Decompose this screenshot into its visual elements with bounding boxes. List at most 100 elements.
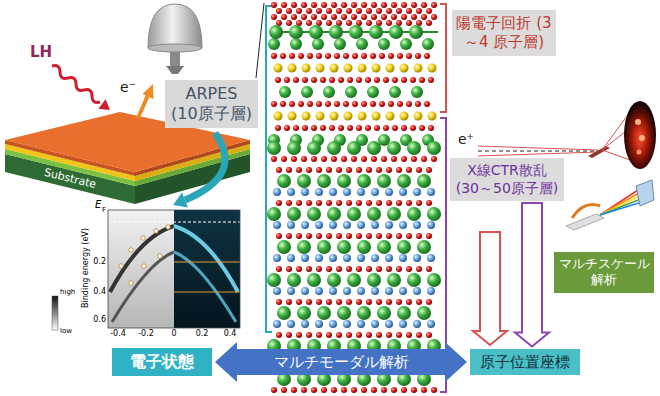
spectrum-image (174, 226, 238, 292)
atom (287, 188, 295, 196)
atom (336, 299, 342, 305)
atom (385, 320, 393, 328)
spectrum-image (154, 229, 158, 233)
atom (383, 125, 389, 131)
atom (388, 101, 394, 107)
atom (385, 254, 393, 262)
atom (301, 86, 313, 98)
atom (376, 233, 382, 239)
atom (273, 188, 281, 196)
atom (391, 14, 397, 20)
atom (431, 387, 437, 393)
atom (336, 332, 342, 338)
electron-arrow (143, 84, 154, 99)
atom (396, 332, 402, 338)
atom (427, 320, 435, 328)
atom (276, 233, 282, 239)
atom (331, 156, 337, 162)
atom (306, 233, 312, 239)
atom (306, 20, 312, 26)
atom (281, 387, 287, 393)
positron-beam (478, 146, 598, 150)
atom (301, 221, 309, 229)
atom (387, 207, 401, 221)
atom (391, 156, 397, 162)
atom (357, 188, 365, 196)
atom (419, 77, 425, 83)
atom (284, 77, 290, 83)
atom (431, 2, 437, 8)
atom (396, 167, 402, 173)
xray-setup (636, 180, 654, 206)
atom (289, 25, 303, 39)
atom (306, 299, 312, 305)
atom (367, 141, 381, 155)
tick-label: -0.4 (110, 330, 126, 339)
atom (356, 200, 362, 206)
atom (426, 233, 432, 239)
hollow-arrow (515, 203, 549, 347)
atom (356, 266, 362, 272)
atom (273, 221, 281, 229)
atom (409, 25, 423, 39)
atom (284, 125, 290, 131)
atom (296, 233, 302, 239)
atom (345, 86, 357, 98)
particle-label: e⁺ (458, 132, 474, 147)
atom (298, 101, 304, 107)
atom (366, 8, 372, 14)
atom (427, 254, 435, 262)
zoom-line (256, 3, 264, 78)
atom (356, 233, 362, 239)
atom (346, 167, 352, 173)
atom (356, 299, 362, 305)
atom (268, 38, 280, 50)
atom (277, 306, 291, 320)
atom (296, 299, 302, 305)
xray-setup (600, 196, 640, 215)
double-arrow (215, 342, 467, 382)
atom (413, 221, 421, 229)
atom (381, 14, 387, 20)
detector (148, 44, 202, 52)
atom (281, 2, 287, 8)
atom (389, 25, 403, 39)
atom (316, 64, 325, 73)
atom (267, 207, 281, 221)
atom (343, 221, 351, 229)
positron-beam (478, 152, 598, 156)
atom (334, 38, 346, 50)
atom (344, 112, 353, 121)
atom (289, 53, 295, 59)
atom (298, 53, 304, 59)
atom (297, 306, 311, 320)
atom (291, 14, 297, 20)
detector (166, 66, 184, 74)
atom (371, 2, 377, 8)
atom (267, 273, 281, 287)
atom (413, 254, 421, 262)
spectrum-image (108, 210, 240, 328)
atom (287, 221, 295, 229)
atom (374, 125, 380, 131)
atom (347, 125, 353, 131)
atom (329, 25, 343, 39)
atom (320, 125, 326, 131)
atom (366, 233, 372, 239)
atom (411, 156, 417, 162)
atom (371, 221, 379, 229)
tick-label: 0 (171, 330, 176, 339)
atom (406, 200, 412, 206)
atom (417, 306, 431, 320)
atom (426, 332, 432, 338)
analysis-box: マルチスケール 解析 (554, 252, 654, 293)
atom (315, 254, 323, 262)
atom (287, 320, 295, 328)
atom (338, 125, 344, 131)
tick-label: 0.4 (224, 330, 237, 339)
atom (406, 8, 412, 14)
xray-setup (600, 202, 642, 215)
atom (347, 273, 361, 287)
atom (367, 86, 379, 98)
atom (347, 207, 361, 221)
